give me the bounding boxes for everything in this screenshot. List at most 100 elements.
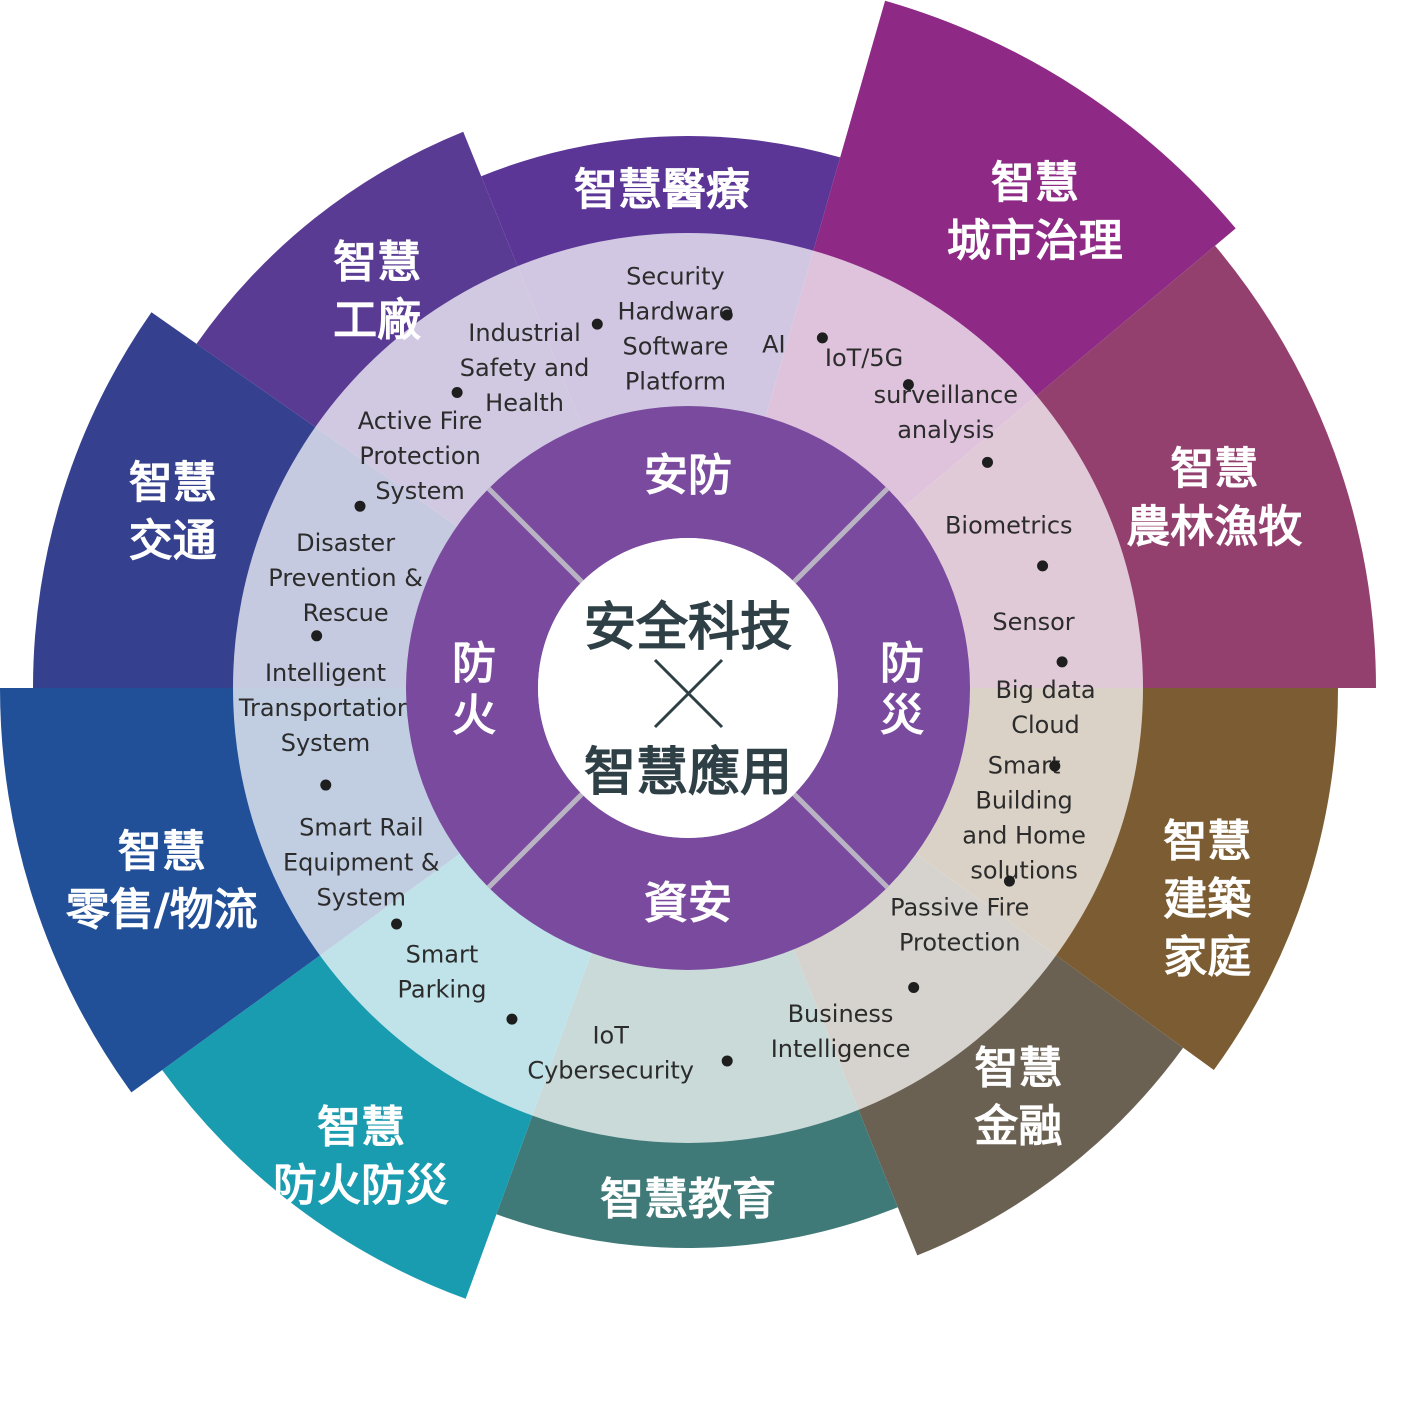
bullet-dot <box>1049 760 1061 772</box>
bullet-dot <box>506 1013 518 1025</box>
pillar-wedge <box>794 488 970 888</box>
pillar-divider <box>486 486 584 584</box>
tech-label: Safety and <box>460 354 590 382</box>
tech-iot-cyber: IoT Cybersecurity <box>527 1021 694 1084</box>
sector-label: 智慧 <box>317 1102 405 1153</box>
tech-label: analysis <box>897 416 994 444</box>
pillar-wedge <box>488 794 888 970</box>
pillar-wedge <box>406 488 582 888</box>
bullet-dot <box>902 379 914 391</box>
bullet-dot <box>451 386 463 398</box>
sector-label: 建築 <box>1163 874 1252 925</box>
tech-label: Cybersecurity <box>527 1056 694 1084</box>
pillar-divider <box>486 792 584 890</box>
pillar-label: 火 <box>452 690 496 741</box>
pillar-fire: 防火 <box>406 488 582 888</box>
bullet-dot <box>320 779 332 791</box>
sector-label: 城市治理 <box>947 216 1123 267</box>
tech-label: Protection <box>359 442 480 470</box>
pillar-label: 防 <box>880 638 924 689</box>
sector-label: 交通 <box>129 516 217 567</box>
bullet-dot <box>981 456 993 468</box>
tech-label: System <box>281 729 371 757</box>
sector-label: 智慧 <box>991 158 1079 209</box>
bullet-dot <box>391 918 403 930</box>
sector-label: 智慧教育 <box>600 1174 776 1225</box>
tech-label: Building <box>975 787 1072 815</box>
tech-label: Cloud <box>1011 711 1080 739</box>
tech-label: AI <box>762 331 786 359</box>
pillar-label: 資安 <box>644 878 732 929</box>
bullet-dot <box>1003 875 1015 887</box>
tech-label: System <box>317 884 407 912</box>
tech-label: Active Fire <box>358 407 483 435</box>
tech-label: Big data <box>995 676 1095 704</box>
tech-label: Biometrics <box>945 512 1073 540</box>
tech-ai: AI <box>762 331 786 359</box>
tech-label: Industrial <box>468 319 581 347</box>
tech-label: IoT/5G <box>825 344 903 372</box>
pillar-divider <box>792 792 890 890</box>
sector-label: 智慧 <box>333 237 421 288</box>
bullet-dot <box>311 630 323 642</box>
sector-label: 家庭 <box>1163 932 1251 983</box>
tech-label: Smart <box>988 752 1061 780</box>
bullet-dot <box>721 309 733 321</box>
center-title-top: 安全科技 <box>584 598 792 658</box>
pillar-divider <box>792 486 890 584</box>
tech-label: Business <box>788 1000 894 1028</box>
tech-label: Platform <box>625 368 726 396</box>
tech-label: Passive Fire <box>890 894 1029 922</box>
sector-label: 智慧 <box>1170 443 1258 494</box>
bullet-dot <box>721 1055 733 1067</box>
sector-label: 零售/物流 <box>66 885 258 936</box>
center-title-bottom: 智慧應用 <box>584 743 792 803</box>
sector-label: 智慧 <box>118 827 206 878</box>
center-hub: 安全科技 智慧應用 <box>538 538 838 838</box>
times-icon <box>653 658 724 729</box>
tech-sensor: Sensor <box>992 608 1074 636</box>
tech-label: Hardware <box>617 298 733 326</box>
tech-label: Disaster <box>296 529 395 557</box>
tech-label: System <box>375 477 465 505</box>
tech-label: IoT <box>592 1021 629 1049</box>
center-circle <box>538 538 838 838</box>
pillar-wedge <box>488 406 888 582</box>
bullet-dot <box>591 318 603 330</box>
pillar-security: 安防 <box>488 406 888 582</box>
tech-label: Equipment & <box>283 849 440 877</box>
sector-label: 智慧 <box>1163 816 1251 867</box>
tech-label: Prevention & <box>268 564 423 592</box>
tech-label: Smart <box>406 941 479 969</box>
bullet-dot <box>1037 560 1049 572</box>
pillar-label: 災 <box>880 690 924 741</box>
sector-label: 智慧醫療 <box>574 165 750 216</box>
sector-label: 智慧 <box>129 458 217 509</box>
pillar-infosec: 資安 <box>488 794 888 970</box>
tech-label: Rescue <box>303 599 389 627</box>
tech-label: and Home <box>962 822 1086 850</box>
sector-label: 金融 <box>973 1101 1062 1152</box>
tech-biometrics: Biometrics <box>945 512 1073 540</box>
tech-label: Intelligence <box>771 1035 911 1063</box>
tech-label: Sensor <box>992 608 1074 636</box>
tech-label: Protection <box>899 929 1020 957</box>
tech-label: Parking <box>397 976 486 1004</box>
tech-label: Security <box>626 263 725 291</box>
pillar-label: 安防 <box>644 450 732 501</box>
pillar-label: 防 <box>452 638 496 689</box>
tech-label: Intelligent <box>265 659 386 687</box>
